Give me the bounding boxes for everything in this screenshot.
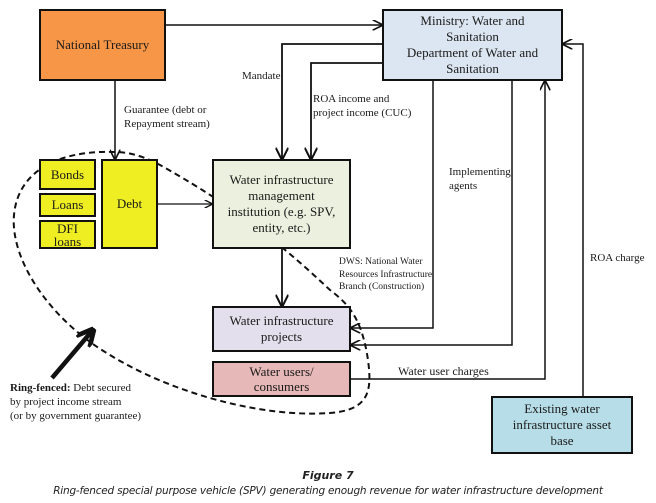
label-mandate: Mandate bbox=[242, 70, 281, 82]
node-asset-base: Existing water infrastructure asset base bbox=[491, 396, 633, 454]
node-dfi-loans: DFI loans bbox=[39, 220, 96, 249]
figure-title: Figure 7 bbox=[302, 469, 354, 482]
edge-ministry-to-projects bbox=[351, 80, 513, 345]
label-water-user-charges: Water user charges bbox=[398, 364, 489, 378]
node-loans: Loans bbox=[39, 193, 96, 217]
label-guarantee: Guarantee (debt or Repayment stream) bbox=[124, 104, 210, 130]
node-debt: Debt bbox=[101, 159, 158, 249]
edge-water-user-charges bbox=[350, 81, 545, 380]
node-national-treasury: National Treasury bbox=[39, 9, 166, 81]
node-water-users: Water users/ consumers bbox=[212, 361, 351, 397]
node-ministry: Ministry: Water and Sanitation Departmen… bbox=[382, 9, 563, 81]
node-management-institution: Water infrastructure management institut… bbox=[212, 159, 351, 249]
edge-mandate bbox=[282, 43, 383, 159]
label-ring-fenced: Ring-fenced: Debt secured by project inc… bbox=[10, 381, 141, 423]
label-roa-income: ROA income and project income (CUC) bbox=[313, 93, 412, 119]
edge-implementing-agents bbox=[351, 80, 434, 328]
node-bonds: Bonds bbox=[39, 159, 96, 190]
label-dws: DWS: National Water Resources Infrastruc… bbox=[339, 257, 433, 292]
ring-fence-pointer-arrow bbox=[50, 331, 92, 380]
ring-fenced-title: Ring-fenced: bbox=[10, 382, 71, 394]
label-implementing-agents: Implementing agents bbox=[449, 166, 511, 192]
edge-roa-income bbox=[311, 62, 383, 159]
figure-caption: Ring-fenced special purpose vehicle (SPV… bbox=[53, 485, 603, 497]
node-projects: Water infrastructure projects bbox=[212, 306, 351, 352]
label-roa-charge: ROA charge bbox=[590, 252, 645, 264]
edge-roa-charge bbox=[563, 44, 584, 397]
ring-fenced-description: Debt secured by project income stream (o… bbox=[10, 382, 142, 422]
